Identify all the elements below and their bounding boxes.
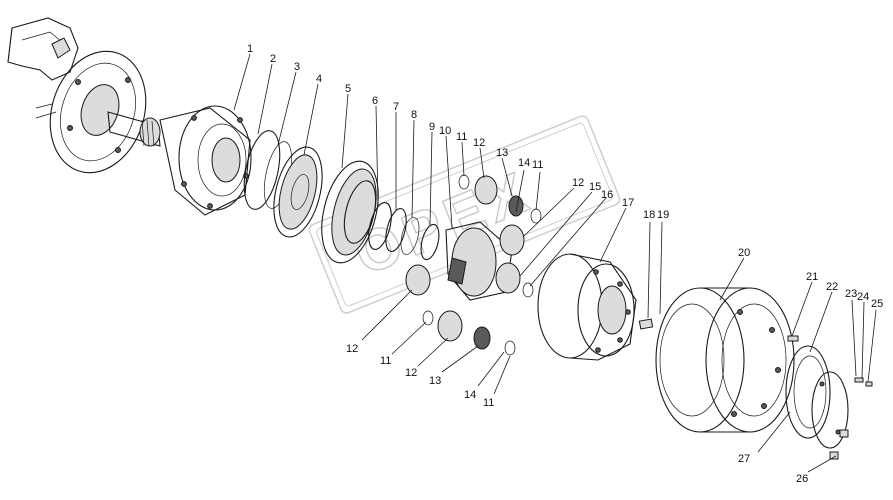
callout-11-lower-b: 11 xyxy=(483,397,494,409)
callout-11-upper: 11 xyxy=(456,131,467,143)
callout-26: 26 xyxy=(796,473,808,485)
callout-24: 24 xyxy=(857,291,869,303)
callout-17: 17 xyxy=(622,197,634,209)
cover-plate xyxy=(811,371,849,449)
callout-15: 15 xyxy=(589,181,601,193)
callout-12-mid: 12 xyxy=(572,177,584,189)
callout-10: 10 xyxy=(439,125,451,137)
callout-25: 25 xyxy=(871,298,883,310)
callout-11-lower: 11 xyxy=(380,355,391,367)
callout-14-lower: 14 xyxy=(464,389,476,401)
callout-18: 18 xyxy=(643,209,655,221)
retaining-ring xyxy=(243,130,281,210)
planet-gear-left xyxy=(405,264,431,296)
axle-shaft xyxy=(107,111,161,147)
thrust-washers xyxy=(368,202,440,261)
callout-20: 20 xyxy=(738,247,750,259)
callout-6: 6 xyxy=(372,95,378,107)
callout-5: 5 xyxy=(345,83,351,95)
callout-19: 19 xyxy=(657,209,669,221)
planet-gear-upper xyxy=(458,174,542,224)
bolt xyxy=(638,318,654,330)
axle-housing-fragment xyxy=(7,17,79,119)
callout-1: 1 xyxy=(247,43,253,55)
callout-7: 7 xyxy=(393,101,399,113)
callout-11-upper-b: 11 xyxy=(532,159,543,171)
callout-22: 22 xyxy=(826,281,838,293)
callout-4: 4 xyxy=(316,73,322,85)
nuts xyxy=(829,429,849,460)
brake-drum-hub xyxy=(537,253,637,361)
small-bolts xyxy=(854,377,873,387)
callout-16: 16 xyxy=(601,189,613,201)
callout-13-upper: 13 xyxy=(496,147,508,159)
sun-gear xyxy=(273,146,323,238)
wheel-hub xyxy=(159,105,252,216)
leader-lines xyxy=(233,53,877,473)
callout-13-lower: 13 xyxy=(429,375,441,387)
wheel-stud xyxy=(787,335,799,342)
callout-9: 9 xyxy=(429,121,435,133)
callout-12-lower: 12 xyxy=(405,367,417,379)
ring-gear xyxy=(321,160,379,264)
callout-14-upper: 14 xyxy=(518,157,530,169)
callout-2: 2 xyxy=(270,53,276,65)
planet-gear-mid xyxy=(495,224,534,298)
callout-12-upper: 12 xyxy=(473,137,485,149)
callout-3: 3 xyxy=(294,61,300,73)
brake-backing-plate xyxy=(49,50,147,174)
callout-labels: 1 2 3 4 5 6 7 8 9 10 11 12 13 14 11 12 1… xyxy=(247,43,883,485)
callout-21: 21 xyxy=(806,271,818,283)
wheel-rim xyxy=(655,287,795,433)
callout-8: 8 xyxy=(411,109,417,121)
hub-cap xyxy=(785,345,831,439)
callout-12-left: 12 xyxy=(346,343,358,355)
callout-27: 27 xyxy=(738,453,750,465)
planet-gear-lower xyxy=(422,310,516,356)
callout-23: 23 xyxy=(845,288,857,300)
